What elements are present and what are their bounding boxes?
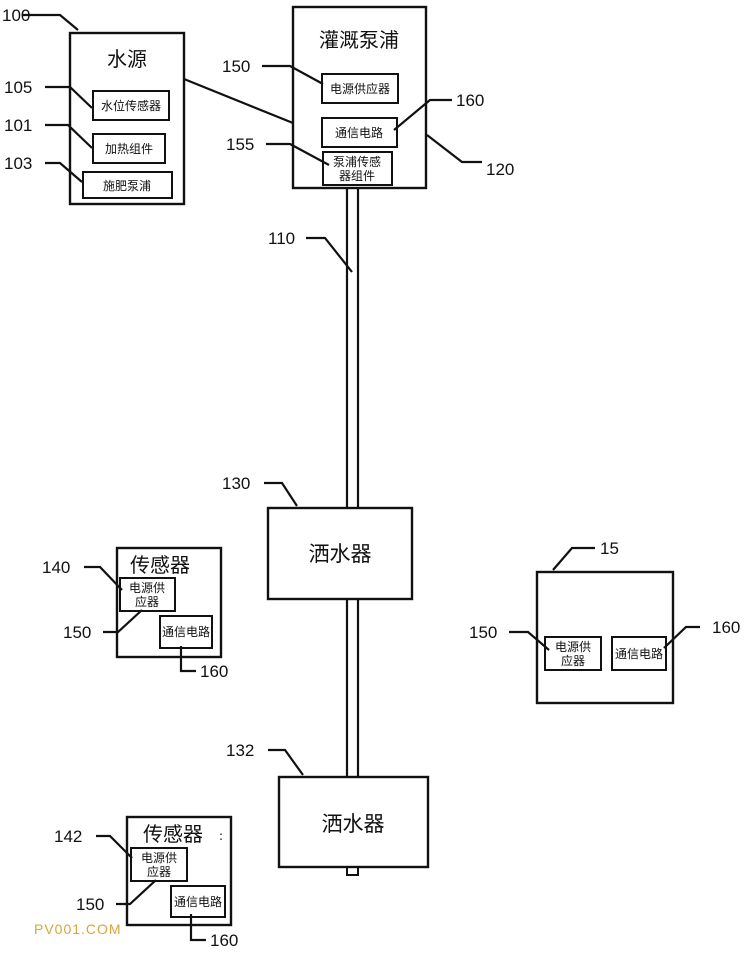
ref-160-s140: 160: [200, 662, 228, 681]
sensor-140-power-label-2: 应器: [135, 594, 159, 609]
leader-130: [264, 481, 298, 507]
leader-110: [306, 236, 353, 273]
ref-150-d15: 150: [469, 623, 497, 642]
leader-105: [45, 85, 93, 109]
pump-sensor-assembly-label-2: 器组件: [339, 169, 375, 183]
fertilizer-pump-box: [82, 171, 173, 199]
pipe-end-cap: [346, 866, 359, 876]
leader-120: [426, 134, 482, 164]
heater-label: 加热组件: [105, 142, 153, 156]
sensor-140-title: 传感器: [130, 553, 190, 577]
leader-101: [45, 123, 93, 149]
ref-120: 120: [486, 160, 514, 179]
leader-15: [552, 546, 595, 571]
sensor-142-power-box: [130, 847, 188, 882]
ref-100: 100: [2, 6, 30, 25]
irrigation-pump-title: 灌溉泵浦: [319, 28, 399, 52]
sensor-142-title: 传感器: [143, 822, 203, 846]
leader-160-d15: [663, 625, 700, 649]
leader-140: [84, 565, 123, 591]
ref-103: 103: [4, 154, 32, 173]
leader-160-pump: [393, 98, 452, 131]
leader-150-s140: [103, 609, 143, 634]
device-15-power-label-1: 电源供: [555, 640, 591, 654]
ref-110: 110: [268, 229, 295, 248]
pump-power-supply-box: [321, 73, 399, 104]
leader-155: [266, 142, 330, 166]
sensor-142-comm-box: [170, 885, 226, 918]
leader-160-s142: [189, 914, 206, 942]
leader-150-pump: [262, 64, 324, 85]
leader-150-d15: [509, 630, 550, 651]
sprinkler-132-block: 洒水器 132: [226, 741, 430, 869]
ref-160-pump: 160: [456, 91, 484, 110]
sensor-142-comm-label: 通信电路: [174, 894, 222, 909]
device-15-comm-box: [611, 636, 667, 671]
sprinkler-130-block: 洒水器 130: [222, 474, 414, 601]
pump-sensor-assembly-box: [322, 151, 393, 186]
sensor-142-title-mark: :: [219, 829, 223, 843]
heater-box: [92, 133, 166, 164]
watermark-text: PV001.COM: [34, 921, 122, 937]
ref-132: 132: [226, 741, 254, 760]
leader-132: [268, 748, 304, 776]
ref-140: 140: [42, 558, 70, 577]
sensor-140-power-box: [119, 577, 176, 612]
water-level-sensor-box: [92, 90, 170, 121]
device-15-power-label-2: 应器: [561, 653, 585, 668]
sensor-140-comm-box: [159, 615, 213, 649]
ref-160-s142: 160: [210, 931, 238, 950]
device-15-power-box: [544, 636, 602, 671]
sensor-140-block: 传感器 电源供 应器 通信电路 140 150 160: [42, 546, 228, 681]
irrigation-pump-block: 灌溉泵浦 电源供应器 通信电路 泵浦传感 器组件 150 160 155 120: [222, 5, 514, 190]
water-level-sensor-label: 水位传感器: [101, 98, 161, 113]
leader-160-s140: [179, 646, 196, 673]
ref-160-d15: 160: [712, 618, 740, 637]
sensor-142-block: 传感器 : 电源供 应器 通信电路 142 150 160: [54, 815, 238, 950]
source-pump-connector: [183, 77, 294, 125]
leader-100: [22, 13, 79, 31]
device-15-comm-label: 通信电路: [615, 646, 663, 661]
fertilizer-pump-label: 施肥泵浦: [103, 179, 151, 193]
sensor-140-power-label-1: 电源供: [129, 581, 165, 595]
device-15-block: 电源供 应器 通信电路 15 150 160: [469, 539, 740, 705]
sprinkler-130-label: 洒水器: [309, 542, 372, 566]
sensor-142-power-label-1: 电源供: [141, 851, 177, 865]
ref-130: 130: [222, 474, 250, 493]
ref-150-pump: 150: [222, 57, 250, 76]
sensor-142-power-label-2: 应器: [147, 864, 171, 879]
leader-150-s142: [116, 879, 157, 906]
sprinkler-130-box: [266, 506, 414, 601]
ref-105: 105: [4, 78, 32, 97]
leader-142: [96, 834, 133, 859]
pipe-block: 110: [268, 188, 360, 876]
leader-103: [45, 161, 83, 183]
ref-15: 15: [600, 539, 619, 558]
ref-142: 142: [54, 827, 82, 846]
pump-sensor-assembly-label-1: 泵浦传感: [333, 154, 381, 169]
sprinkler-132-box: [277, 775, 430, 869]
pump-power-supply-label: 电源供应器: [330, 81, 390, 96]
water-source-title: 水源: [107, 47, 147, 71]
sensor-140-comm-label: 通信电路: [162, 624, 210, 639]
water-source-block: 水源 水位传感器 加热组件 施肥泵浦 100 105 101 103: [2, 6, 186, 206]
ref-150-s142: 150: [76, 895, 104, 914]
sprinkler-132-label: 洒水器: [322, 812, 385, 836]
ref-155: 155: [226, 135, 254, 154]
ref-150-s140: 150: [63, 623, 91, 642]
pump-comm-circuit-label: 通信电路: [335, 125, 383, 140]
ref-101: 101: [4, 116, 32, 135]
pump-comm-circuit-box: [321, 117, 398, 148]
